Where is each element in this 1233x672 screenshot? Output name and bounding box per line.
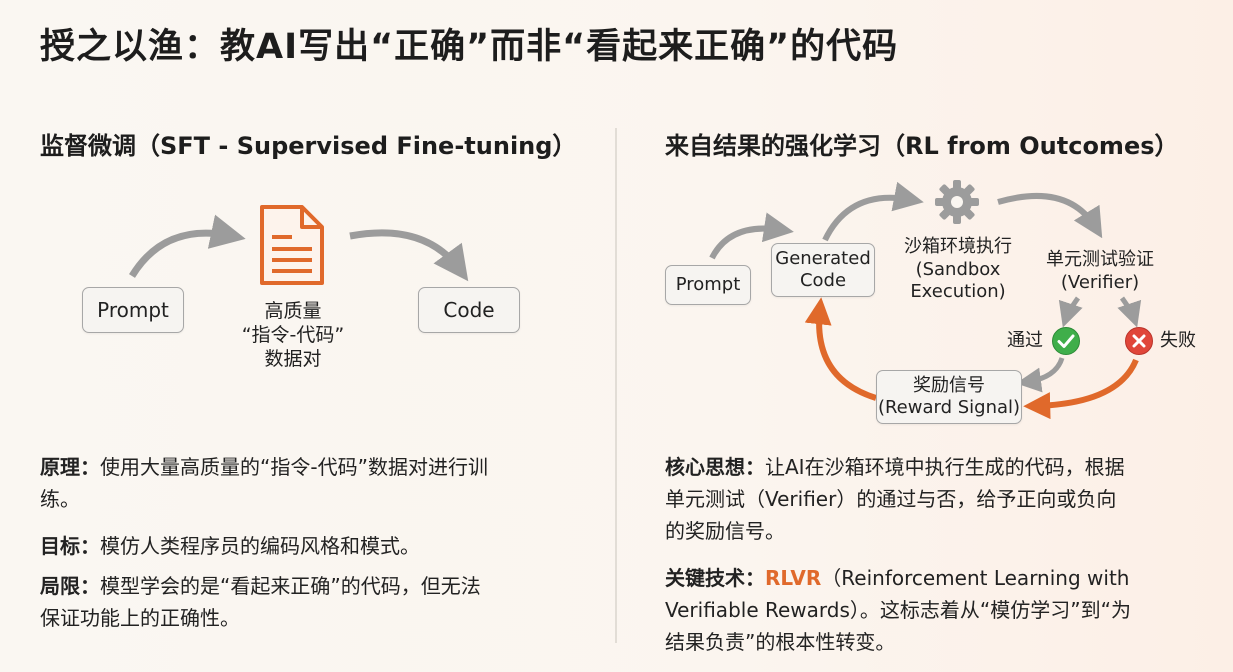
fail-label: 失败 [1160,330,1196,351]
sft-principle: 原理：使用大量高质量的“指令-代码”数据对进行训 练。 [40,451,600,515]
arrow-prompt-to-generated [709,212,794,260]
rl-heading: 来自结果的强化学习（RL from Outcomes） [665,132,1179,160]
cross-icon [1125,327,1153,355]
check-icon [1052,327,1080,355]
goal-text: 模仿人类程序员的编码风格和模式。 [100,534,420,558]
dataset-label-line1: 高质量 [264,300,322,322]
rl-prompt-box: Prompt [665,265,751,305]
tech-text-1: （Reinforcement Learning with [821,566,1130,590]
arrow-reward-to-generated [804,297,877,401]
limit-text-2: 保证功能上的正确性。 [40,606,240,630]
tech-key: 关键技术： [665,566,765,590]
generated-code-line2: Code [799,270,847,291]
core-text-3: 的奖励信号。 [665,519,785,543]
verifier-label-line2: (Verifier) [1060,271,1140,293]
column-divider [615,128,617,643]
sandbox-label: 沙箱环境执行 (Sandbox Execution) [888,236,1028,304]
sft-code-box: Code [418,287,520,333]
sft-heading: 监督微调（SFT - Supervised Fine-tuning） [40,132,577,160]
dataset-label-line2: “指令-代码” [241,323,345,346]
arrow-verifier-to-fail [1117,296,1142,328]
dataset-label: 高质量 “指令-代码” 数据对 [218,300,368,371]
limit-text-1: 模型学会的是“看起来正确”的代码，但无法 [100,574,481,598]
arrow-fail-to-reward [1023,358,1139,420]
pass-label: 通过 [1007,330,1043,351]
verifier-label: 单元测试验证 (Verifier) [1030,249,1170,294]
sandbox-label-line2: (Sandbox [915,258,1001,280]
core-text-2: 单元测试（Verifier）的通过与否，给予正向或负向 [665,487,1117,511]
arrow-generated-to-sandbox [822,181,924,242]
page-title: 授之以渔：教AI写出“正确”而非“看起来正确”的代码 [40,27,899,67]
sandbox-label-line3: Execution) [910,281,1006,302]
generated-code-box: Generated Code [771,243,875,297]
reward-signal-box: 奖励信号 (Reward Signal) [876,370,1022,424]
goal-key: 目标： [40,534,100,558]
reward-signal-line1: 奖励信号 [913,375,985,397]
arrow-prompt-to-data [129,214,246,278]
arrow-verifier-to-pass [1058,296,1083,328]
rl-key-tech: 关键技术：RLVR（Reinforcement Learning with Ve… [665,562,1225,658]
dataset-label-line3: 数据对 [264,347,322,370]
core-text-1: 让AI在沙箱环境中执行生成的代码，根据 [765,455,1125,479]
reward-signal-line2: (Reward Signal) [877,397,1021,418]
tech-text-2: Verifiable Rewards）。这标志着从“模仿学习”到“为 [665,598,1131,622]
principle-text-2: 练。 [40,487,80,511]
sft-limit: 局限：模型学会的是“看起来正确”的代码，但无法 保证功能上的正确性。 [40,570,600,634]
document-icon [260,205,324,285]
sft-goal: 目标：模仿人类程序员的编码风格和模式。 [40,530,600,562]
tech-text-3: 结果负责”的根本性转变。 [665,630,896,654]
core-key: 核心思想： [665,455,765,479]
principle-key: 原理： [40,455,100,479]
arrow-sandbox-to-verifier [997,193,1103,239]
rl-core-idea: 核心思想：让AI在沙箱环境中执行生成的代码，根据 单元测试（Verifier）的… [665,451,1225,547]
sandbox-label-line1: 沙箱环境执行 [904,236,1012,257]
verifier-label-line1: 单元测试验证 [1046,249,1154,270]
rlvr-highlight: RLVR [765,566,822,590]
arrow-pass-to-reward [1016,357,1065,393]
sft-prompt-box: Prompt [82,287,184,333]
gear-icon [935,180,979,224]
generated-code-line1: Generated [775,248,871,270]
limit-key: 局限： [40,574,100,598]
arrow-data-to-code [349,229,469,282]
principle-text-1: 使用大量高质量的“指令-代码”数据对进行训 [100,455,488,479]
